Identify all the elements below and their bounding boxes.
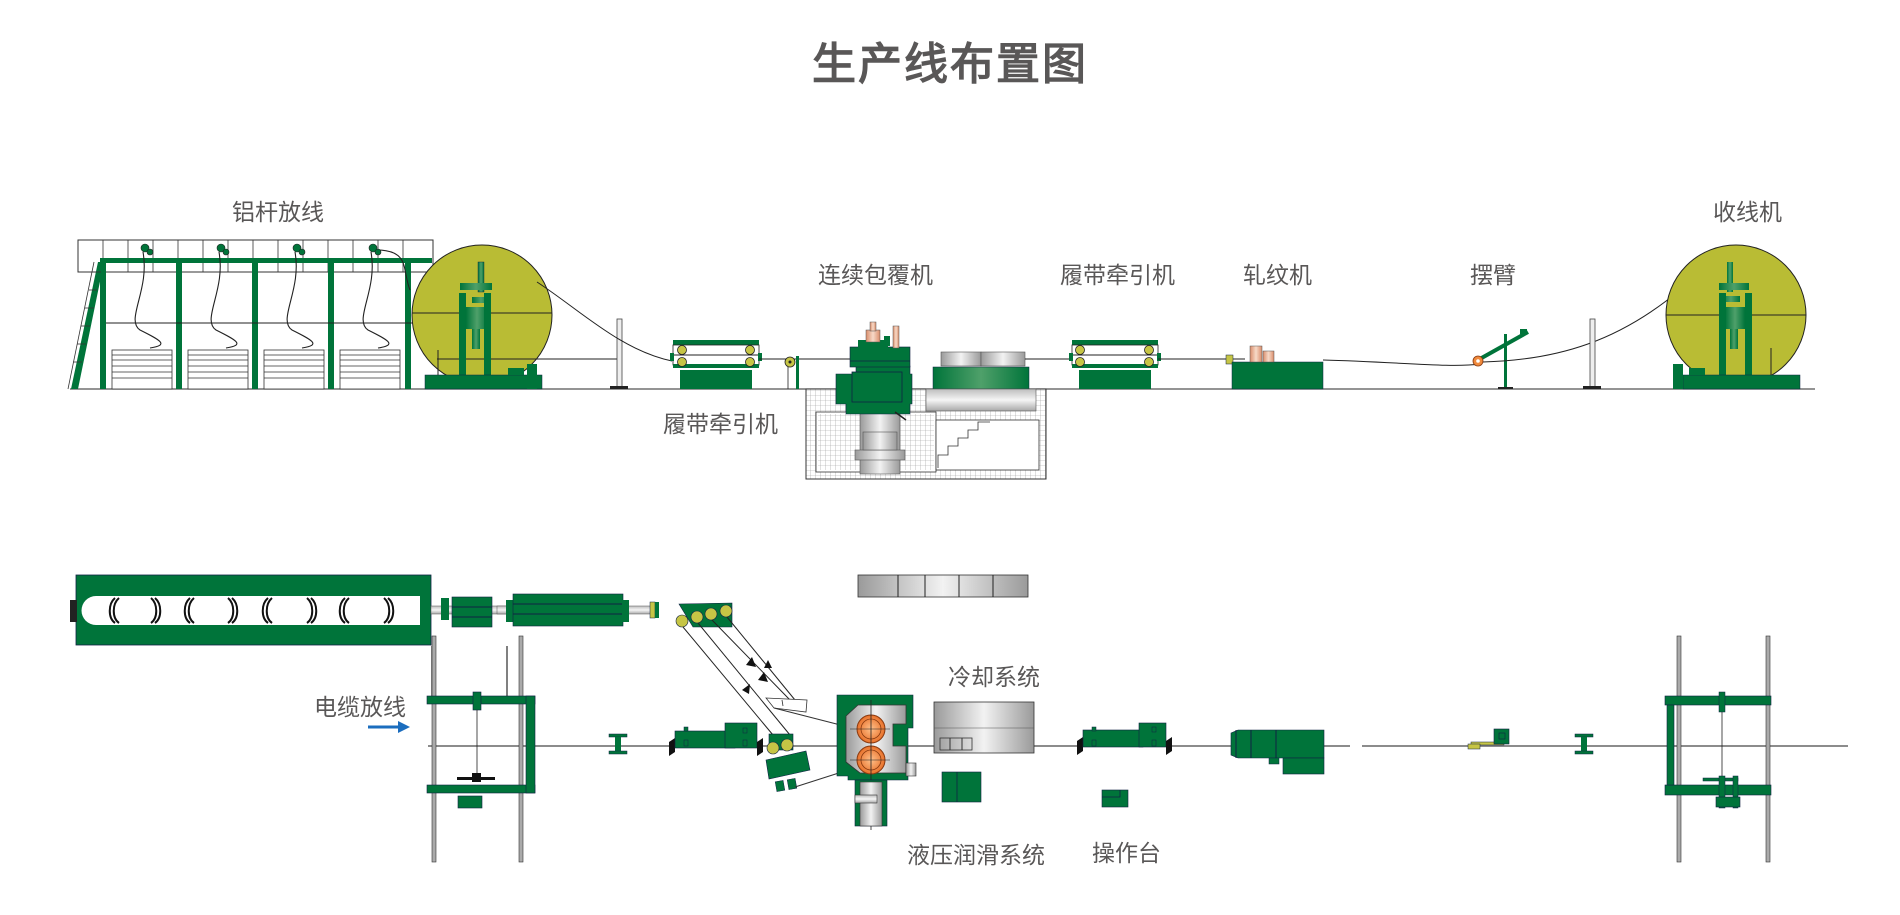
label-cooling-system: 冷却系统 [948, 665, 1040, 691]
caterpillar-plan-1 [669, 722, 763, 756]
label-cable-payoff: 电缆放线 [314, 695, 406, 721]
continuous-cladding-machine [835, 321, 913, 475]
cooling-drum [925, 351, 1037, 412]
guide-post-2 [1583, 318, 1601, 389]
guide-post-1 [610, 318, 628, 389]
label-console: 操作台 [1092, 841, 1161, 867]
cooling-drum-plan [933, 701, 1035, 754]
guide-wheel [784, 356, 799, 389]
label-take-up: 收线机 [1713, 200, 1782, 226]
caterpillar-puller-2 [1069, 340, 1161, 389]
guide-ibeam-1 [608, 733, 628, 755]
rod-preheater [496, 593, 659, 627]
guide-ibeam-2 [1574, 733, 1594, 755]
rod-storage-tank [70, 574, 432, 646]
label-corrugator: 轧纹机 [1243, 263, 1312, 289]
label-hydraulic-lubrication: 液压润滑系统 [907, 843, 1045, 869]
label-rod-payoff: 铝杆放线 [232, 200, 324, 226]
caterpillar-puller-1 [670, 340, 762, 389]
rod-payoff-station [67, 239, 434, 390]
guide-rollers-plan [765, 733, 846, 792]
label-swing-arm: 摆臂 [1470, 263, 1516, 289]
label-caterpillar-2: 履带牵引机 [1060, 263, 1175, 289]
console-unit [1101, 789, 1129, 808]
take-up-stand [1664, 635, 1772, 863]
swing-arm-plan [1467, 728, 1510, 750]
cladding-machine-plan [836, 694, 917, 830]
take-up-spool [1665, 244, 1807, 390]
cable-path-1 [536, 281, 673, 362]
swing-arm [1472, 329, 1529, 389]
caterpillar-plan-2 [1077, 722, 1172, 755]
cable-path-2 [1482, 289, 1681, 363]
cable-payoff-stand [426, 635, 536, 863]
page-title: 生产线布置图 [812, 39, 1088, 90]
corrugator-machine [1225, 345, 1324, 390]
label-continuous-cladding: 连续包覆机 [818, 263, 933, 289]
payoff-spool [411, 244, 617, 390]
label-caterpillar-upper: 履带牵引机 [663, 412, 778, 438]
corrugator-plan [1230, 729, 1325, 775]
cooling-trough-plan [857, 574, 1029, 598]
hydraulic-unit [941, 771, 982, 803]
direction-arrow-icon [368, 721, 410, 733]
rod-guide-rollers [675, 602, 861, 736]
